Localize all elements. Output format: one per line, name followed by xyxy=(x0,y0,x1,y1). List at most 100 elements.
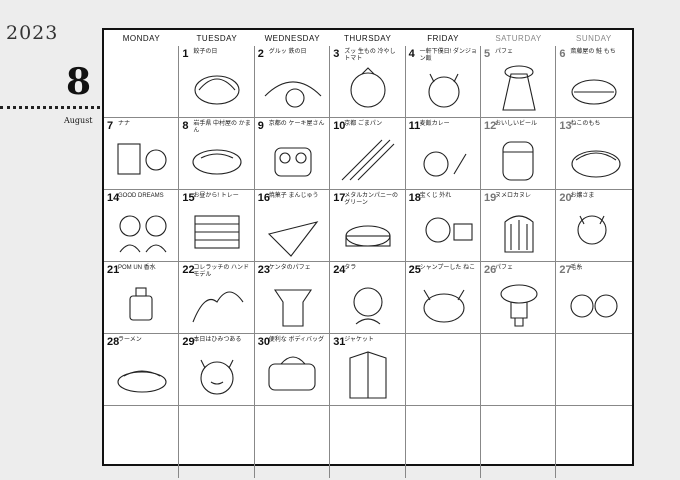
day-doodle xyxy=(194,215,240,249)
day-note: ジャケット xyxy=(344,337,374,343)
day-doodle xyxy=(264,81,322,108)
day-doodle xyxy=(200,359,234,395)
day-doodle xyxy=(570,294,618,318)
day-doodle xyxy=(268,356,316,391)
day-doodle xyxy=(423,151,467,177)
weekday-saturday: SATURDAY xyxy=(495,34,542,43)
day-note: 便利な ボディバッグ xyxy=(268,337,325,343)
day-number: 10 xyxy=(333,120,346,132)
month-number: 8 xyxy=(66,61,92,103)
dotted-divider xyxy=(0,106,100,109)
day-doodle xyxy=(577,215,607,245)
day-note: POM UN 香水 xyxy=(118,265,156,271)
day-number: 20 xyxy=(559,192,572,204)
day-note: メタルカンパニーの グリーン xyxy=(344,193,399,206)
day-doodle xyxy=(349,351,387,399)
day-note: 本日はひみつある xyxy=(193,337,242,343)
day-note: お嬢さま xyxy=(570,193,595,199)
day-number: 2 xyxy=(257,48,264,60)
day-doodle xyxy=(425,217,473,243)
day-note: GOOD DREAMS xyxy=(118,193,164,199)
day-doodle xyxy=(423,289,465,323)
day-doodle xyxy=(571,150,621,178)
day-note: グルッ 鉄の日 xyxy=(268,49,307,55)
day-doodle xyxy=(129,287,153,321)
day-number: 15 xyxy=(182,192,195,204)
day-number: 22 xyxy=(182,264,195,276)
weekday-friday: FRIDAY xyxy=(427,34,459,43)
day-doodle xyxy=(345,225,391,247)
day-number: 26 xyxy=(484,264,497,276)
day-note: 麦飯カレー xyxy=(419,121,450,127)
day-note: タラ xyxy=(344,265,357,271)
day-doodle xyxy=(117,143,167,175)
day-doodle xyxy=(353,287,383,325)
day-note: 毛糸 xyxy=(570,265,583,271)
empty-cell xyxy=(406,406,481,478)
day-doodle xyxy=(267,221,319,257)
day-doodle xyxy=(274,147,312,177)
weekday-sunday: SUNDAY xyxy=(576,34,612,43)
empty-cell xyxy=(179,406,255,478)
day-cell: 9 京都の ケーキ屋さん xyxy=(254,118,331,190)
day-note: ケンタのパフェ xyxy=(268,265,311,271)
weekday-wednesday: WEDNESDAY xyxy=(264,34,321,43)
day-number: 4 xyxy=(408,48,415,60)
day-note: 京都の ケーキ屋さん xyxy=(268,121,325,127)
day-doodle xyxy=(502,141,534,181)
day-number: 12 xyxy=(484,120,497,132)
day-number: 7 xyxy=(107,120,114,132)
empty-cell xyxy=(556,406,631,478)
empty-cell xyxy=(330,406,406,478)
day-note: ヌメロカヌレ xyxy=(495,193,532,199)
day-number: 5 xyxy=(484,48,491,60)
day-doodle xyxy=(273,289,312,327)
day-note: 焼菓子 まんじゅう xyxy=(268,193,319,199)
day-number: 18 xyxy=(408,192,421,204)
day-number: 17 xyxy=(333,192,346,204)
day-note: ねこのもち xyxy=(570,121,601,127)
day-number: 30 xyxy=(257,336,271,348)
day-number: 9 xyxy=(257,120,264,132)
day-note: 宝くじ 外れ xyxy=(419,193,452,199)
day-number: 21 xyxy=(107,264,120,276)
year-label: 2023 xyxy=(6,22,59,44)
day-note: ナナ xyxy=(118,121,131,127)
day-note: パフェ xyxy=(495,265,514,271)
empty-cell xyxy=(481,406,557,478)
weekday-monday: MONDAY xyxy=(122,34,161,43)
day-doodle xyxy=(571,79,617,105)
day-number: 16 xyxy=(257,192,271,204)
day-doodle xyxy=(117,370,167,393)
empty-cell xyxy=(104,46,180,118)
day-note: 一軒下僕日! ダンジョン飯 xyxy=(419,49,477,62)
day-number: 31 xyxy=(333,336,346,348)
day-number: 23 xyxy=(257,264,271,276)
day-note: 岩手県 中村屋の かまん xyxy=(193,121,251,134)
day-cell: 4 一軒下僕日! ダンジョン飯 xyxy=(405,46,481,118)
empty-cell xyxy=(104,406,180,478)
day-doodle xyxy=(194,75,240,105)
empty-cell xyxy=(556,334,632,406)
day-doodle xyxy=(502,65,536,111)
day-note: コレラッチの ハンドモデル xyxy=(193,265,250,278)
day-cell: 7 ナナ xyxy=(104,118,180,190)
empty-cell xyxy=(481,334,557,406)
